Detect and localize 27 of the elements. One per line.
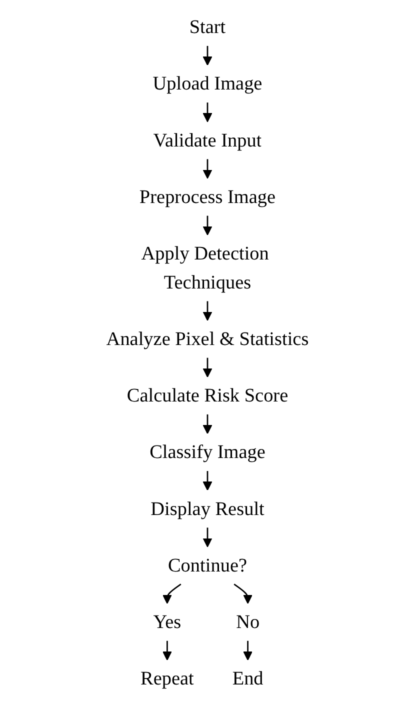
arrow [202,471,212,491]
arrow [162,584,182,604]
arrow [202,358,212,378]
arrow [202,102,212,122]
node-text: Calculate Risk Score [126,384,288,406]
node-text: Display Result [150,498,264,520]
node-text: Analyze Pixel & Statistics [106,328,309,350]
arrow [202,216,212,236]
node-text: Repeat [140,668,194,689]
arrow [243,640,253,660]
arrow [162,640,172,660]
arrow [202,414,212,434]
arrow [202,159,212,179]
node-text: Apply Detection Techniques [141,242,269,293]
node-text: Classify Image [150,441,266,462]
node-text: No [236,610,260,632]
node-text: Continue? [168,554,248,576]
arrow [202,528,212,548]
arrow [202,301,212,321]
node-text: Yes [153,610,182,632]
arrow [234,584,253,604]
node-text: Preprocess Image [139,186,276,208]
node-text: End [232,668,264,689]
node-text: Upload Image [152,72,262,94]
arrow [202,46,212,66]
node-text: Start [189,16,226,38]
node-text: Validate Input [153,129,262,151]
